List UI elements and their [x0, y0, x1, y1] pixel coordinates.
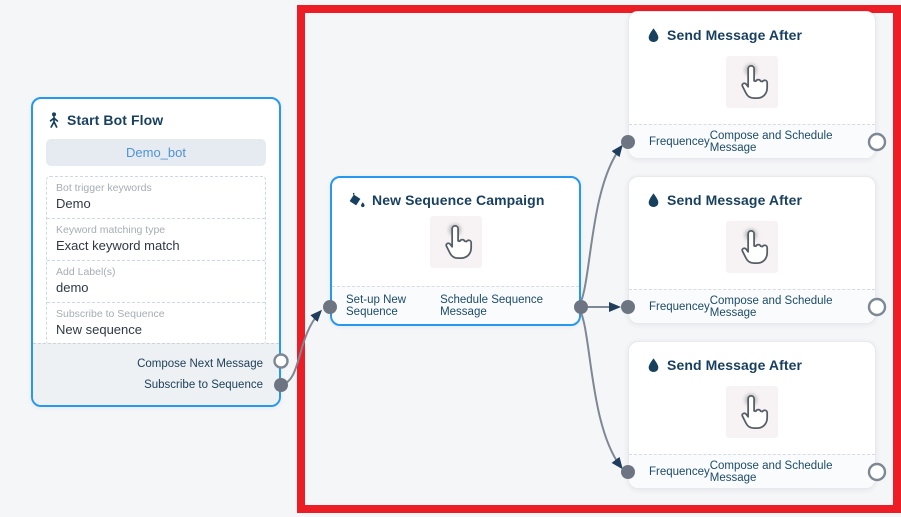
highlight-rectangle: [297, 5, 901, 513]
bot-name-button[interactable]: Demo_bot: [46, 139, 266, 166]
send-node-outputs: Frequencey Compose and Schedule Message: [629, 289, 875, 323]
start-node-header: Start Bot Flow: [33, 99, 279, 136]
field-label: Subscribe to Sequence: [56, 308, 165, 320]
send-node-header: Send Message After: [629, 12, 875, 45]
input-frequencey[interactable]: Frequencey: [649, 465, 710, 478]
node-title: Send Message After: [667, 357, 803, 373]
send-node-header: Send Message After: [629, 342, 875, 375]
node-start-bot-flow[interactable]: Start Bot Flow Demo_bot Bot trigger keyw…: [31, 97, 281, 407]
send-node-outputs: Frequencey Compose and Schedule Message: [629, 124, 875, 158]
node-title: Start Bot Flow: [67, 112, 164, 128]
send-node-outputs: Frequencey Compose and Schedule Message: [629, 454, 875, 488]
node-send-message-after-2[interactable]: Send Message After Frequencey Compose an…: [628, 176, 876, 324]
node-send-message-after-1[interactable]: Send Message After Frequencey Compose an…: [628, 11, 876, 159]
field-subscribe-to-sequence[interactable]: Subscribe to Sequence New sequence: [47, 302, 265, 344]
field-label: Add Label(s): [56, 266, 116, 278]
node-new-sequence-campaign[interactable]: New Sequence Campaign Set-up New Sequenc…: [330, 176, 581, 326]
walking-person-icon: [47, 112, 60, 128]
water-drop-icon: [647, 357, 660, 373]
node-title: Send Message After: [667, 27, 803, 43]
field-value: Exact keyword match: [56, 238, 180, 253]
output-setup-new-sequence[interactable]: Set-up New Sequence: [346, 293, 407, 318]
ink-bucket-icon: [348, 192, 365, 208]
hand-cursor-icon[interactable]: [726, 56, 778, 108]
hand-cursor-icon[interactable]: [726, 221, 778, 273]
campaign-node-outputs: Set-up New Sequence Schedule Sequence Me…: [332, 286, 579, 324]
field-value: Demo: [56, 196, 91, 211]
input-frequencey[interactable]: Frequencey: [649, 135, 710, 148]
hand-cursor-icon[interactable]: [726, 386, 778, 438]
node-send-message-after-3[interactable]: Send Message After Frequencey Compose an…: [628, 341, 876, 489]
output-schedule-sequence-message[interactable]: Schedule Sequence Message: [440, 293, 544, 318]
node-title: Send Message After: [667, 192, 803, 208]
send-node-header: Send Message After: [629, 177, 875, 210]
hand-cursor-icon[interactable]: [429, 216, 482, 268]
field-label: Bot trigger keywords: [56, 182, 152, 194]
output-subscribe-to-sequence[interactable]: Subscribe to Sequence: [144, 379, 263, 391]
field-label: Keyword matching type: [56, 224, 166, 236]
field-add-labels[interactable]: Add Label(s) demo: [47, 260, 265, 302]
node-title: New Sequence Campaign: [372, 192, 545, 208]
fields-list: Bot trigger keywords Demo Keyword matchi…: [46, 176, 266, 345]
output-compose-next-message[interactable]: Compose Next Message: [137, 358, 263, 370]
input-frequencey[interactable]: Frequencey: [649, 300, 710, 313]
field-keyword-matching-type[interactable]: Keyword matching type Exact keyword matc…: [47, 218, 265, 260]
output-compose-and-schedule-message[interactable]: Compose and Schedule Message: [709, 129, 833, 154]
output-compose-and-schedule-message[interactable]: Compose and Schedule Message: [709, 459, 833, 484]
output-compose-and-schedule-message[interactable]: Compose and Schedule Message: [709, 294, 833, 319]
water-drop-icon: [647, 192, 660, 208]
water-drop-icon: [647, 27, 660, 43]
field-value: demo: [56, 280, 89, 295]
start-node-outputs: Compose Next Message Subscribe to Sequen…: [33, 343, 279, 405]
field-bot-trigger-keywords[interactable]: Bot trigger keywords Demo: [47, 177, 265, 218]
campaign-node-header: New Sequence Campaign: [332, 178, 579, 212]
field-value: New sequence: [56, 322, 142, 337]
